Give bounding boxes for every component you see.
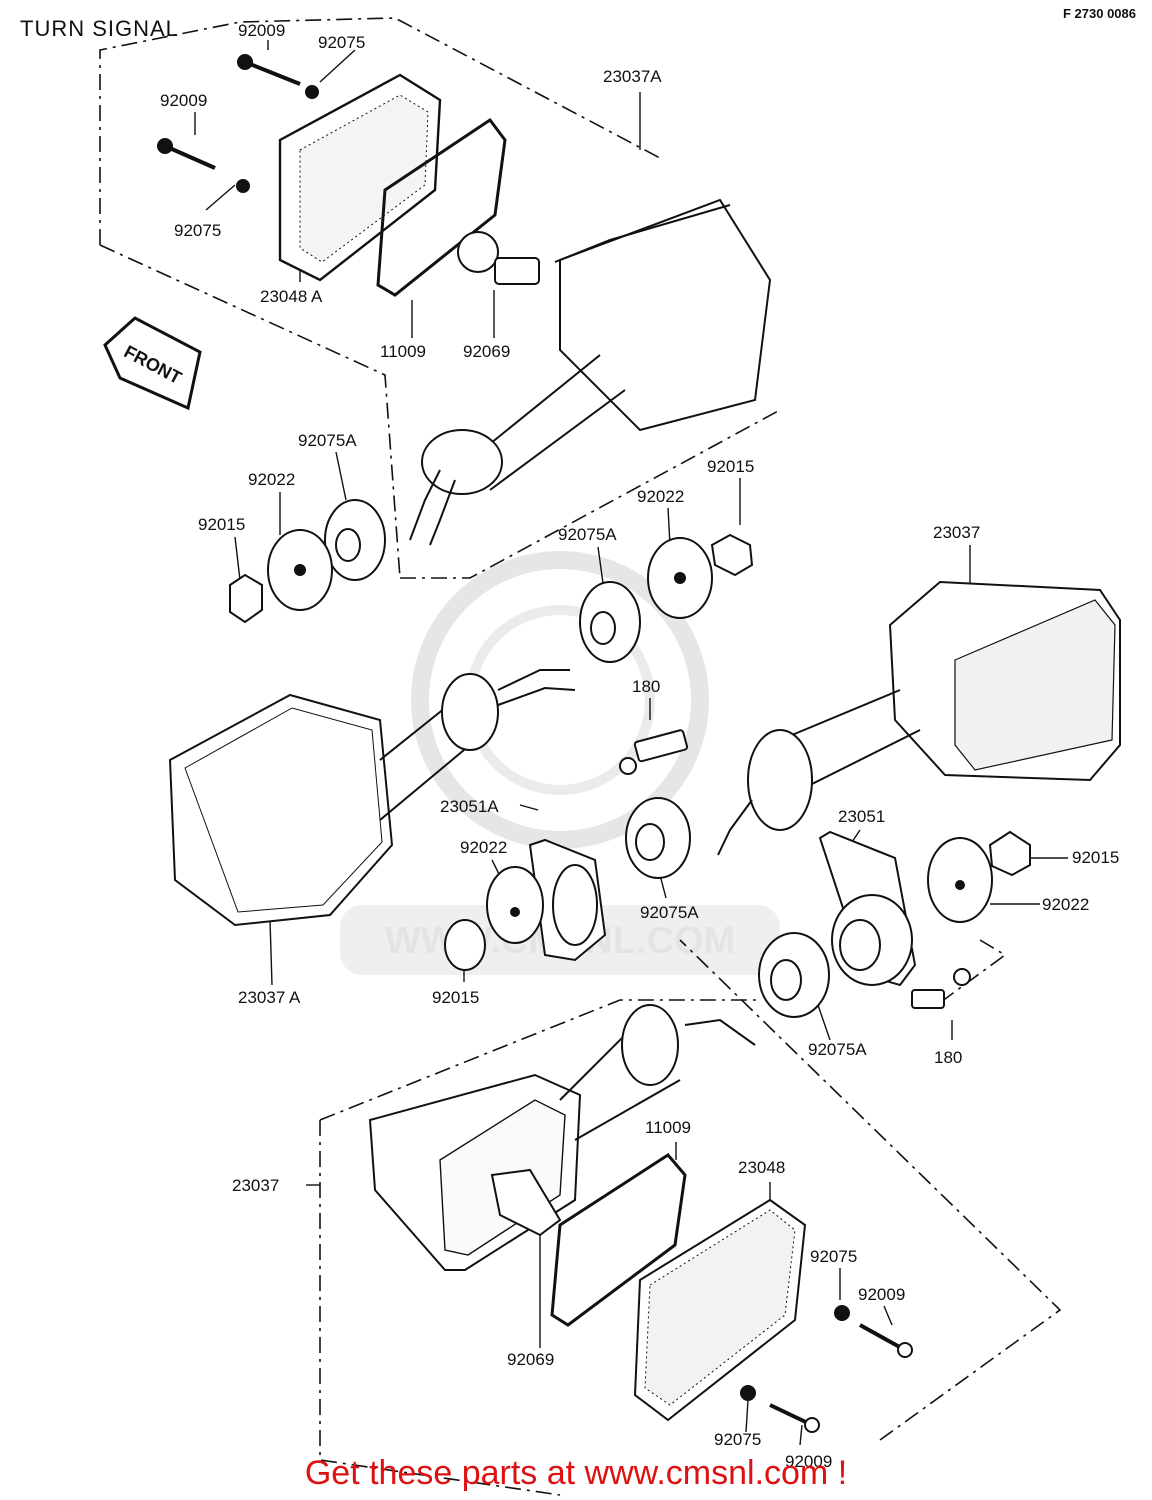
part-label: 92009 <box>160 91 207 110</box>
part-label: 23048 <box>738 1158 785 1177</box>
part-number-labels: 92009 92075 92009 92075 23037A 23048 A 1… <box>160 21 1119 1471</box>
diagram-title: TURN SIGNAL <box>20 16 179 41</box>
part-label: 11009 <box>380 342 426 361</box>
part-label: 23048 A <box>260 287 323 306</box>
part-label: 180 <box>632 677 660 696</box>
turn-signal-right <box>717 580 1121 856</box>
part-label: 180 <box>934 1048 962 1067</box>
turn-signal-top-assembly <box>157 54 772 546</box>
assembly-outlines <box>99 17 1062 1496</box>
part-label: 92075 <box>318 33 365 52</box>
part-label: 92009 <box>238 21 285 40</box>
figure-code: F 2730 0086 <box>1062 6 1136 21</box>
mid-mount-hardware <box>579 533 754 663</box>
part-label: 23051 <box>838 807 885 826</box>
part-label: 92075A <box>640 903 699 922</box>
footer-promo-link[interactable]: Get these parts at www.cmsnl.com ! <box>304 1454 848 1492</box>
part-label: 92022 <box>637 487 684 506</box>
part-label: 23037A <box>603 67 662 86</box>
part-label: 92015 <box>432 988 479 1007</box>
part-label: 92069 <box>507 1350 554 1369</box>
part-label: 11009 <box>645 1118 691 1137</box>
part-label: 92015 <box>1072 848 1119 867</box>
part-label: 92075A <box>298 431 357 450</box>
part-label: 23051A <box>440 797 499 816</box>
turn-signal-left <box>168 669 576 927</box>
left-mount-hardware <box>229 499 386 624</box>
part-label: 92022 <box>248 470 295 489</box>
part-label: 92022 <box>1042 895 1089 914</box>
turn-signal-bottom-assembly <box>368 1004 913 1433</box>
part-label: 23037 <box>933 523 980 542</box>
bracket-23051-group <box>758 830 1031 1018</box>
front-direction-arrow: FRONT <box>103 316 202 411</box>
part-label: 92022 <box>460 838 507 857</box>
part-label: 92009 <box>858 1285 905 1304</box>
part-label: 92015 <box>198 515 245 534</box>
part-label: 23037 <box>232 1176 279 1195</box>
part-label: 92015 <box>707 457 754 476</box>
part-label: 92069 <box>463 342 510 361</box>
leader-lines <box>194 40 1068 1446</box>
part-label: 92075A <box>808 1040 867 1059</box>
part-label: 92009 <box>785 1452 832 1471</box>
bracket-23051A-group <box>444 729 691 971</box>
part-label: 92075 <box>714 1430 761 1449</box>
part-label: 92075 <box>810 1247 857 1266</box>
part-label: 92075A <box>558 525 617 544</box>
part-label: 92075 <box>174 221 221 240</box>
part-label: 23037 A <box>238 988 301 1007</box>
